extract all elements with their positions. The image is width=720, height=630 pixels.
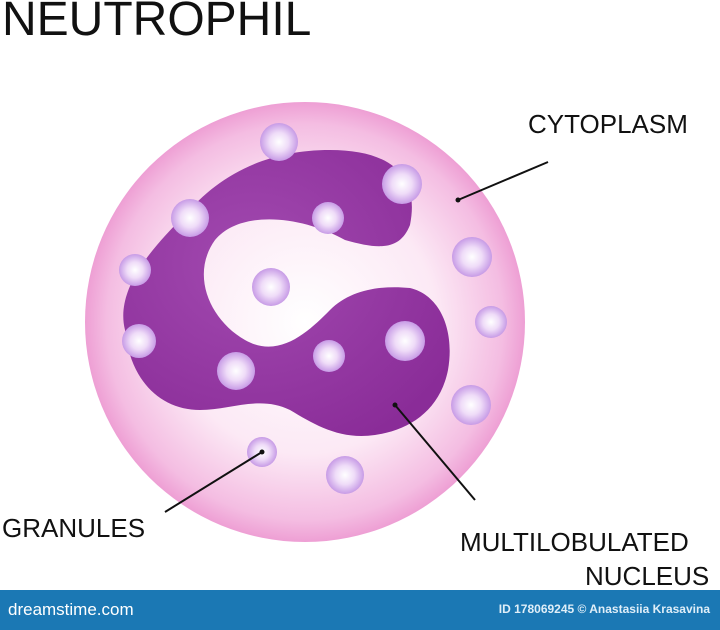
label-granules: GRANULES: [2, 513, 146, 543]
image-credit: ID 178069245 © Anastasiia Krasavina: [498, 602, 710, 616]
brand-logo: dreamstime.com: [8, 600, 134, 619]
footer-bar: dreamstime.com ID 178069245 © Anastasiia…: [0, 590, 720, 630]
granules: [119, 123, 507, 494]
leader-lines: [164, 161, 549, 513]
diagram-title: NEUTROPHIL: [2, 0, 312, 46]
label-cytoplasm: CYTOPLASM: [528, 109, 688, 139]
label-nucleus-line2: NUCLEUS: [585, 561, 710, 591]
label-nucleus-line1: MULTILOBULATED: [460, 527, 689, 557]
